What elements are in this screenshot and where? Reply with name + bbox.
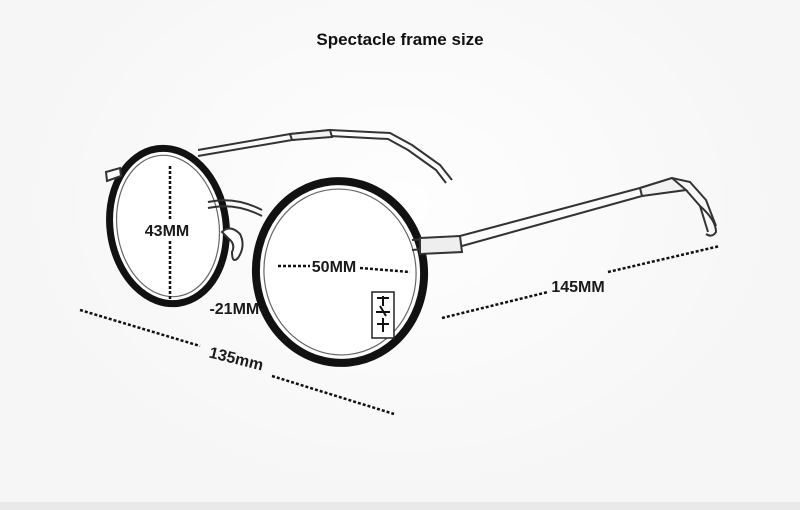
- diagram-title: Spectacle frame size: [316, 30, 484, 49]
- lens-width-dimension: 50MM: [278, 259, 411, 276]
- lens-height-dimension: 43MM: [140, 166, 194, 302]
- lens-seal-stamp: [371, 291, 395, 339]
- lens-width-label: 50MM: [312, 259, 356, 276]
- bridge-width-label: -21MM-: [209, 301, 264, 318]
- lens-height-label: 43MM: [145, 223, 189, 240]
- temple-length-dimension: 145MM: [441, 244, 721, 320]
- bridge-width-dimension: -21MM-: [209, 301, 264, 318]
- far-temple-arm: [197, 128, 453, 184]
- near-temple-arm: [411, 176, 718, 256]
- bottom-border: [0, 502, 800, 510]
- temple-length-label: 145MM: [551, 279, 604, 296]
- left-hinge: [104, 166, 123, 183]
- frame-width-label: 135mm: [207, 345, 265, 375]
